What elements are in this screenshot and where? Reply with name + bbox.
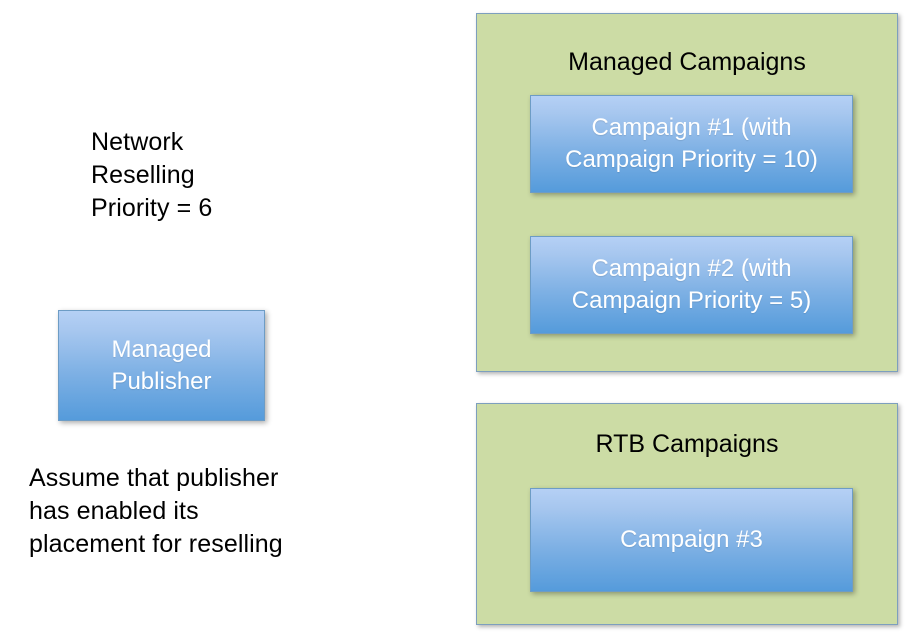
network-reselling-priority-note: Network Reselling Priority = 6 xyxy=(91,128,213,222)
campaign-1-node[interactable]: Campaign #1 (with Campaign Priority = 10… xyxy=(530,95,853,193)
managed-campaigns-group-title: Managed Campaigns xyxy=(568,48,806,76)
campaign-2-node[interactable]: Campaign #2 (with Campaign Priority = 5) xyxy=(530,236,853,334)
managed-publisher-node[interactable]: Managed Publisher xyxy=(58,310,265,421)
campaign-3-label: Campaign #3 xyxy=(620,526,763,554)
managed-publisher-label: Managed Publisher xyxy=(111,335,212,395)
campaign-1-label: Campaign #1 (with Campaign Priority = 10… xyxy=(565,114,818,173)
campaign-2-label: Campaign #2 (with Campaign Priority = 5) xyxy=(571,255,812,314)
publisher-assumption-note: Assume that publisher has enabled its pl… xyxy=(29,464,283,558)
rtb-campaigns-group-title: RTB Campaigns xyxy=(595,430,779,458)
campaign-3-node[interactable]: Campaign #3 xyxy=(530,488,853,592)
